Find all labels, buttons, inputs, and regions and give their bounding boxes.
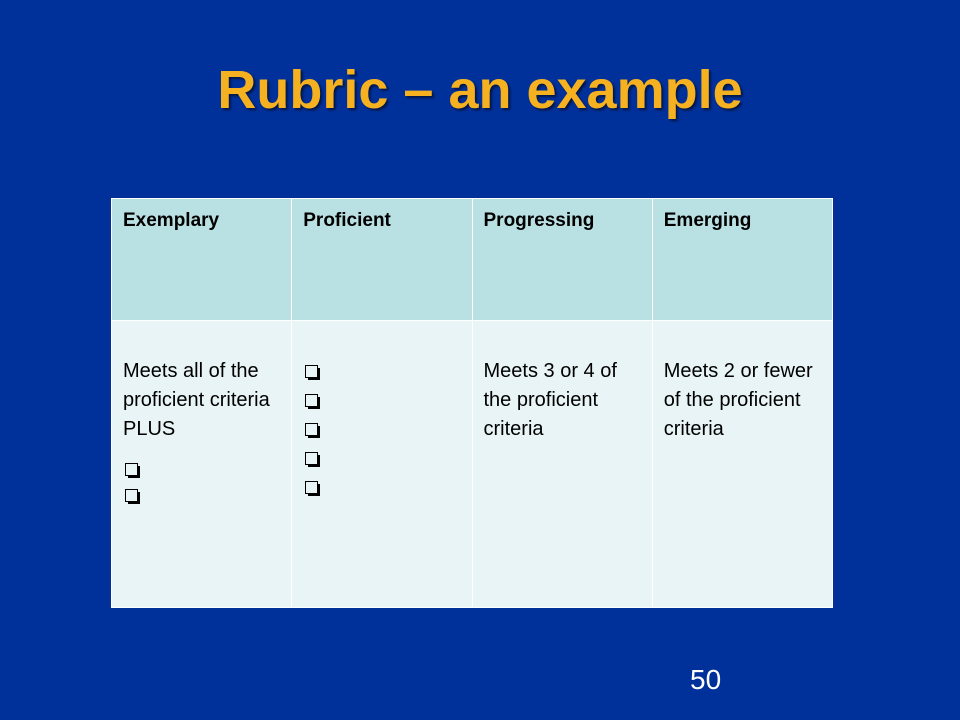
exemplary-checkbox-list	[123, 456, 281, 508]
slide-title: Rubric – an example	[217, 60, 743, 120]
list-item	[303, 473, 461, 502]
cell-progressing-text: Meets 3 or 4 of the proficient criteria	[483, 360, 617, 440]
cell-emerging-text: Meets 2 or fewer of the proficient crite…	[663, 360, 813, 440]
list-item	[303, 357, 461, 386]
page-number: 50	[690, 664, 722, 695]
proficient-checkbox-list	[303, 357, 461, 502]
header-exemplary: Exemplary	[110, 198, 293, 321]
header-proficient: Proficient	[291, 198, 473, 321]
checkbox-icon	[305, 452, 321, 467]
list-item	[303, 444, 461, 473]
list-item	[303, 415, 461, 444]
checkbox-icon	[125, 489, 140, 504]
checkbox-icon	[305, 423, 321, 438]
cell-progressing: Meets 3 or 4 of the proficient criteria	[471, 320, 653, 608]
header-emerging: Emerging	[651, 198, 834, 321]
rubric-table: Exemplary Proficient Progressing Emergin…	[110, 198, 834, 608]
checkbox-icon	[305, 365, 321, 380]
list-item	[303, 386, 461, 415]
list-item	[123, 482, 281, 508]
criteria-row: Meets all of the proficient criteria PLU…	[110, 320, 834, 608]
cell-emerging: Meets 2 or fewer of the proficient crite…	[651, 320, 834, 608]
cell-exemplary: Meets all of the proficient criteria PLU…	[110, 320, 293, 608]
checkbox-icon	[125, 463, 140, 478]
header-row: Exemplary Proficient Progressing Emergin…	[110, 198, 834, 321]
checkbox-icon	[305, 394, 321, 409]
cell-exemplary-text: Meets all of the proficient criteria PLU…	[123, 360, 270, 440]
checkbox-icon	[305, 481, 321, 496]
header-progressing: Progressing	[471, 198, 653, 321]
list-item	[123, 456, 281, 482]
cell-proficient	[291, 320, 473, 608]
